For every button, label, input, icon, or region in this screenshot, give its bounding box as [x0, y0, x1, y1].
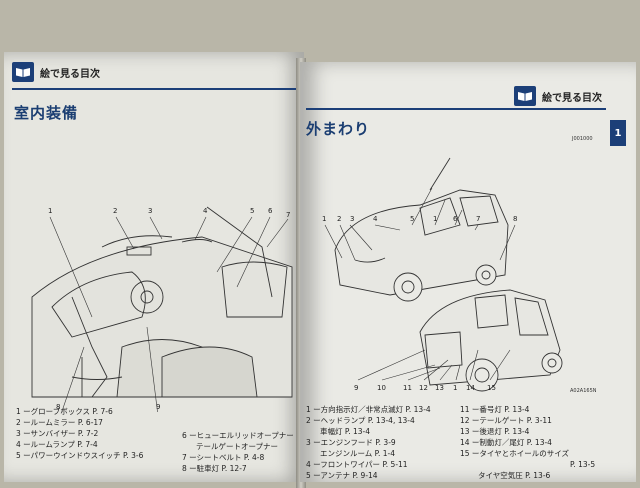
left-header-text: 絵で見る目次: [40, 68, 100, 80]
callout-bottom-9: 9: [354, 384, 358, 392]
callout-top-1b: 1: [433, 215, 437, 223]
callout-bottom-13: 13: [435, 384, 444, 392]
callout-top-4: 4: [373, 215, 378, 223]
legend-item: 6 ーヒューエルリッドオープナー: [182, 431, 294, 440]
legend-item: 2 ーヘッドランプ P. 13-4, 13-4: [306, 416, 415, 425]
callout-8: 8: [56, 403, 60, 411]
callout-4: 4: [203, 207, 208, 215]
right-legend-col1: 1 ー方向指示灯／非常点滅灯 P. 13-4 2 ーヘッドランプ P. 13-4…: [306, 404, 431, 481]
right-header-text: 絵で見る目次: [542, 92, 602, 104]
legend-item: 12 ーテールゲート P. 3-11: [460, 416, 552, 425]
callout-bottom-11: 11: [403, 384, 412, 392]
callout-top-5: 5: [410, 215, 414, 223]
callout-top-1: 1: [322, 215, 326, 223]
callout-bottom-12: 12: [419, 384, 428, 392]
callout-top-7: 7: [476, 215, 480, 223]
callout-bottom-10: 10: [377, 384, 386, 392]
callout-bottom-14: 14: [466, 384, 475, 392]
legend-item: 2 ールームミラー P. 6-17: [16, 418, 103, 427]
right-header: 絵で見る目次: [514, 86, 602, 106]
callout-9: 9: [156, 403, 160, 411]
legend-item: 1 ーグローブボックス P. 7-6: [16, 407, 113, 416]
legend-item: 7 ーシートベルト P. 4-8: [182, 453, 265, 462]
legend-item: 3 ーエンジンフード P. 3-9: [306, 438, 396, 447]
legend-item: 13 ー後退灯 P. 13-4: [460, 427, 530, 436]
left-header: 絵で見る目次: [12, 62, 100, 82]
legend-item: テールゲートオープナー: [196, 442, 279, 451]
callout-7: 7: [286, 211, 290, 219]
legend-item: 14 ー制動灯／尾灯 P. 13-4: [460, 438, 552, 447]
callout-top-6: 6: [453, 215, 458, 223]
left-header-rule: [12, 88, 298, 90]
legend-item: 15 ータイヤとホイールのサイズ: [460, 449, 569, 458]
legend-item: エンジンルーム P. 1-4: [320, 449, 396, 458]
exterior-illustration: 1 2 3 4 5 1 6 7 8 9 10 11 12 13 1 14 15: [322, 157, 563, 392]
left-page: 絵で見る目次 室内装備: [4, 52, 304, 482]
callout-3: 3: [148, 207, 152, 215]
left-section-title: 室内装備: [14, 104, 79, 122]
right-header-rule: [306, 108, 606, 110]
legend-item: 5 ーアンテナ P. 9-14: [306, 471, 378, 480]
chapter-tab: 1: [610, 120, 626, 146]
legend-item: 5 ーパワーウインドウスイッチ P. 3-6: [16, 451, 144, 460]
callout-5: 5: [250, 207, 254, 215]
left-legend-col1: 1 ーグローブボックス P. 7-6 2 ールームミラー P. 6-17 3 ー…: [16, 406, 143, 461]
callout-bottom-1: 1: [453, 384, 457, 392]
right-section-title: 外まわり: [306, 120, 371, 138]
left-legend-col2: 6 ーヒューエルリッドオープナー テールゲートオープナー 7 ーシートベルト P…: [182, 430, 294, 474]
callout-1: 1: [48, 207, 52, 215]
callout-top-2: 2: [337, 215, 341, 223]
right-legend-col2: 11 ー番号灯 P. 13-4 12 ーテールゲート P. 3-11 13 ー後…: [460, 404, 595, 481]
callout-top-8: 8: [513, 215, 517, 223]
book-icon: [12, 62, 34, 82]
legend-item: 1 ー方向指示灯／非常点滅灯 P. 13-4: [306, 405, 431, 414]
callout-top-3: 3: [350, 215, 354, 223]
legend-item: 3 ーサンバイザー P. 7-2: [16, 429, 99, 438]
page-code-bottom: A02A165N: [570, 388, 597, 394]
callout-bottom-15: 15: [487, 384, 496, 392]
callout-2: 2: [113, 207, 117, 215]
legend-item: 車幅灯 P. 13-4: [320, 427, 371, 436]
callout-6: 6: [268, 207, 273, 215]
legend-item: 4 ールームランプ P. 7-4: [16, 440, 98, 449]
legend-item: タイヤ空気圧 P. 13-6: [478, 471, 551, 480]
legend-item: 8 ー駐車灯 P. 12-7: [182, 464, 247, 473]
interior-illustration: 1 2 3 4 5 6 7 8 9: [31, 206, 293, 412]
legend-item: P. 13-5: [570, 460, 596, 469]
page-code-top: J001000: [572, 136, 593, 142]
book-icon: [514, 86, 536, 106]
legend-item: 4 ーフロントワイパー P. 5-11: [306, 460, 408, 469]
manual-spread: 絵で見る目次 室内装備: [0, 38, 640, 488]
right-page: 絵で見る目次 1 外まわり J001000: [300, 62, 636, 482]
legend-item: 11 ー番号灯 P. 13-4: [460, 405, 530, 414]
